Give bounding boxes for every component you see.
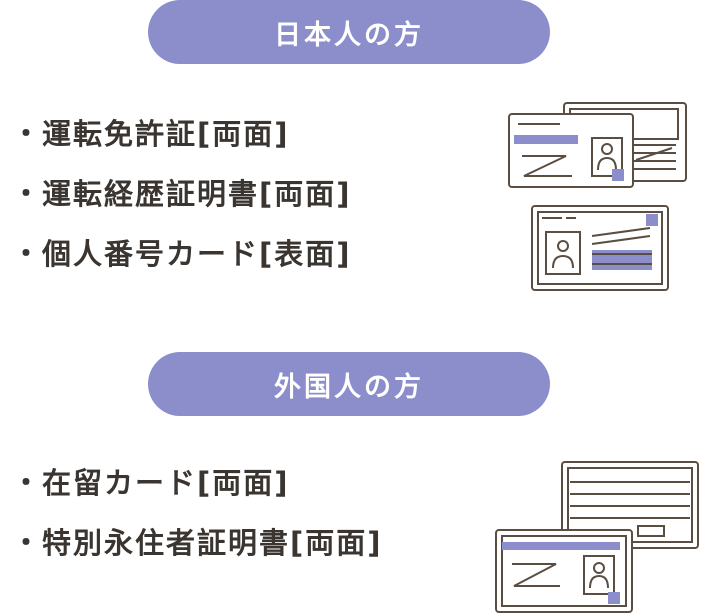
list-item-text: 特別永住者証明書[両面] [42, 526, 383, 560]
list-item: ・ 運転経歴証明書[両面] [12, 162, 352, 222]
list-item-text: 個人番号カード[表面] [42, 237, 352, 271]
license-card-icon [508, 113, 634, 188]
list-item-text: 運転経歴証明書[両面] [42, 177, 352, 211]
japanese-document-list: ・ 運転免許証[両面] ・ 運転経歴証明書[両面] ・ 個人番号カード[表面] [12, 102, 352, 282]
card-back-icon [561, 461, 699, 549]
bullet: ・ [12, 177, 43, 210]
residence-card-icon [495, 529, 633, 613]
bullet: ・ [12, 466, 43, 499]
residence-cards-illustration [495, 461, 699, 613]
list-item-text: 在留カード[両面] [42, 466, 290, 500]
list-item: ・ 個人番号カード[表面] [12, 222, 352, 282]
my-number-card-icon [531, 205, 669, 291]
bullet: ・ [12, 117, 43, 150]
foreign-section-heading: 外国人の方 [148, 352, 550, 416]
list-item: ・ 在留カード[両面] [12, 451, 383, 511]
bullet: ・ [12, 237, 43, 270]
list-item: ・ 特別永住者証明書[両面] [12, 511, 383, 571]
list-item-text: 運転免許証[両面] [42, 117, 290, 151]
id-cards-illustration [508, 102, 687, 291]
list-item: ・ 運転免許証[両面] [12, 102, 352, 162]
bullet: ・ [12, 526, 43, 559]
foreign-document-list: ・ 在留カード[両面] ・ 特別永住者証明書[両面] [12, 451, 383, 571]
japanese-section-heading: 日本人の方 [148, 0, 550, 64]
